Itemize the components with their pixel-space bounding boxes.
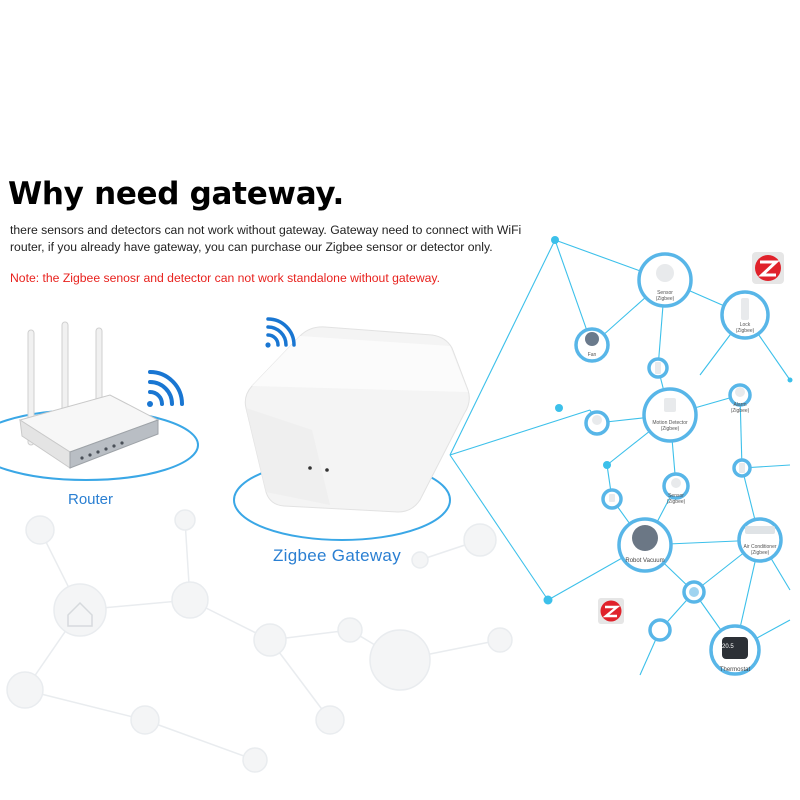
- device-glyphs: [585, 264, 775, 659]
- router-label: Router: [68, 491, 114, 508]
- wifi-icon: [147, 370, 184, 407]
- wifi-icon: [265, 317, 296, 348]
- gateway-label: Zigbee Gateway: [273, 546, 401, 565]
- node-label-sensor: Sensor (Zigbee): [655, 290, 675, 302]
- node-label-motion: Motion Detector (Zigbee): [652, 420, 688, 432]
- node-label-lock: Lock (Zigbee): [735, 322, 755, 334]
- zigbee-logo-icon: [598, 598, 624, 624]
- node-label-thermostat: Thermostat: [719, 667, 751, 673]
- house-icon: [67, 601, 93, 627]
- node-label-sensor-2: Sensor (Zigbee): [666, 493, 686, 505]
- description-text: there sensors and detectors can not work…: [10, 223, 522, 254]
- node-label-air-conditioner: Air Conditioner (Zigbee): [743, 544, 777, 556]
- node-label-robot-vacuum: Robot Vacuum: [625, 558, 665, 564]
- warning-note: Note: the Zigbee senosr and detector can…: [10, 271, 440, 285]
- zigbee-logo-icon: [752, 252, 784, 284]
- node-label-alarm: Alarm (Zigbee): [730, 402, 750, 414]
- connection-dots: [543, 236, 793, 605]
- background-network: [6, 509, 513, 773]
- router-icon: [18, 321, 160, 469]
- thermostat-value: 20.5: [722, 644, 734, 650]
- node-label-fan: Fan: [587, 352, 597, 358]
- page-title: Why need gateway.: [8, 176, 344, 212]
- gateway-icon: [244, 326, 470, 513]
